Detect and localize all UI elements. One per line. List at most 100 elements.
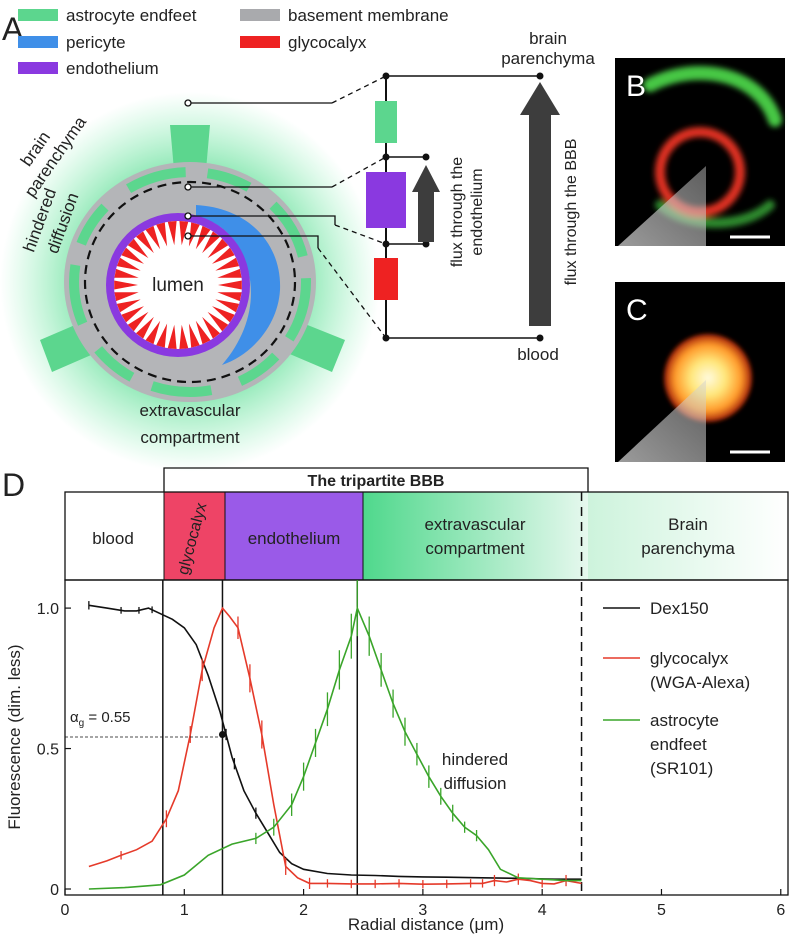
glycocalyx-spike: [188, 323, 200, 348]
hindered-annotation-1: hindered: [442, 750, 508, 769]
glycocalyx-spike: [195, 225, 211, 250]
y-tick-label: 0.5: [37, 742, 59, 759]
panel-d: D The tripartite BBB blood glycocalyx en…: [2, 467, 789, 934]
band-label-extravascular-2: compartment: [425, 539, 524, 558]
band-label-extravascular-1: extravascular: [424, 515, 525, 534]
glycocalyx-spike: [116, 299, 141, 313]
glycocalyx-spike: [136, 316, 154, 339]
flux-endothelium-label-2: endothelium: [469, 168, 486, 255]
glycocalyx-spike: [114, 268, 139, 278]
glycocalyx-spike: [202, 231, 220, 254]
panel-a: A astrocyte endfeet pericyte endothelium…: [0, 6, 595, 472]
panel-d-letter: D: [2, 467, 25, 503]
bbb-flux-arrow-shaft: [529, 112, 551, 326]
tripartite-title: The tripartite BBB: [308, 473, 445, 490]
legend-text-glycocalyx-2: (WGA-Alexa): [650, 673, 750, 692]
glycocalyx-spike: [167, 221, 177, 246]
circuit-diagram: [366, 72, 560, 342]
alpha-point: [218, 731, 226, 738]
legend-swatch-pericyte: [18, 36, 58, 48]
series-line-1: [88, 606, 582, 886]
glycocalyx-spike: [188, 222, 200, 247]
glycocalyx-spike: [179, 221, 189, 246]
legend-swatch-astrocyte: [18, 9, 58, 21]
endothelium-flux-arrow-head: [412, 165, 440, 192]
plot-series: [88, 580, 582, 890]
legend-text-astrocyte-1: astrocyte: [650, 711, 719, 730]
y-axis-label: Fluorescence (dim. less): [5, 644, 24, 829]
circuit-top-label-1: brain: [529, 29, 567, 48]
label-compartment: compartment: [140, 428, 239, 447]
x-axis-label: Radial distance (μm): [348, 915, 504, 934]
label-extravascular: extravascular: [139, 401, 240, 420]
flux-endothelium-label-1: flux through the: [449, 157, 466, 267]
glycocalyx-spike: [202, 316, 220, 339]
plot-legend: Dex150 glycocalyx (WGA-Alexa) astrocyte …: [603, 599, 750, 778]
endfeet-ring: [69, 167, 311, 397]
y-tick-label: 1.0: [37, 601, 59, 618]
circuit-top-label-2: parenchyma: [501, 49, 595, 68]
alpha-annotation: αg = 0.55: [70, 709, 131, 729]
glycocalyx-spike: [215, 299, 240, 313]
panel-c-triangle: [618, 380, 706, 462]
legend-label-pericyte: pericyte: [66, 33, 126, 52]
glycocalyx-spike: [212, 247, 235, 264]
legend-swatch-glycocalyx: [240, 36, 280, 48]
tripartite-bracket: [163, 467, 589, 492]
plot-frame: [64, 579, 789, 896]
dashed-boundary: [83, 180, 297, 384]
band-label-brain-2: parenchyma: [641, 539, 735, 558]
legend-text-dex150: Dex150: [650, 599, 709, 618]
x-tick-label: 3: [418, 902, 427, 919]
glycocalyx-spike: [145, 320, 161, 345]
glycocalyx-spike: [116, 257, 141, 271]
panel-b-triangle: [618, 166, 706, 246]
glycocalyx-spike: [121, 247, 144, 264]
endothelium-flux-arrow-shaft: [418, 190, 434, 242]
glycocalyx-spike: [217, 292, 242, 302]
band-brain: [588, 492, 788, 580]
panel-b: B: [615, 58, 785, 246]
glycocalyx-spike: [145, 225, 161, 250]
x-tick-label: 4: [538, 902, 547, 919]
legend-label-glycocalyx: glycocalyx: [288, 33, 367, 52]
band-label-blood: blood: [92, 529, 134, 548]
legend-text-glycocalyx-1: glycocalyx: [650, 649, 729, 668]
band-endothelium: [225, 492, 363, 580]
glycocalyx-spike: [127, 238, 149, 259]
circuit-bottom-label: blood: [517, 345, 559, 364]
legend-text-astrocyte-3: (SR101): [650, 759, 713, 778]
glycocalyx-spike: [167, 324, 177, 349]
resistor-endothelium: [366, 172, 406, 228]
glycocalyx-spike: [207, 311, 229, 332]
glycocalyx-spike: [156, 323, 168, 348]
resistor-astrocyte: [375, 101, 397, 143]
band-label-endothelium: endothelium: [248, 529, 341, 548]
legend-label-basement: basement membrane: [288, 6, 449, 25]
legend-text-astrocyte-2: endfeet: [650, 735, 707, 754]
legend-swatch-basement: [240, 9, 280, 21]
glycocalyx-spike: [212, 306, 235, 323]
glycocalyx-spike: [179, 324, 189, 349]
panel-b-letter: B: [626, 70, 646, 103]
panel-c-letter: C: [626, 294, 648, 327]
series-line-0: [88, 604, 582, 881]
panel-a-legend: astrocyte endfeet pericyte endothelium b…: [18, 6, 449, 78]
legend-label-astrocyte: astrocyte endfeet: [66, 6, 197, 25]
glycocalyx-spike: [156, 222, 168, 247]
x-tick-label: 0: [61, 902, 70, 919]
flux-bbb-label: flux through the BBB: [563, 139, 580, 286]
x-tick-label: 5: [657, 902, 666, 919]
y-tick-label: 0: [50, 882, 59, 899]
legend-label-endothelium: endothelium: [66, 59, 159, 78]
hindered-annotation-2: diffusion: [443, 774, 506, 793]
x-tick-label: 1: [180, 902, 189, 919]
x-tick-label: 6: [776, 902, 785, 919]
glycocalyx-spike: [207, 238, 229, 259]
bbb-flux-arrow-head: [520, 82, 560, 115]
pericyte: [196, 205, 281, 365]
band-label-brain-1: Brain: [668, 515, 708, 534]
glycocalyx-spike: [121, 306, 144, 323]
